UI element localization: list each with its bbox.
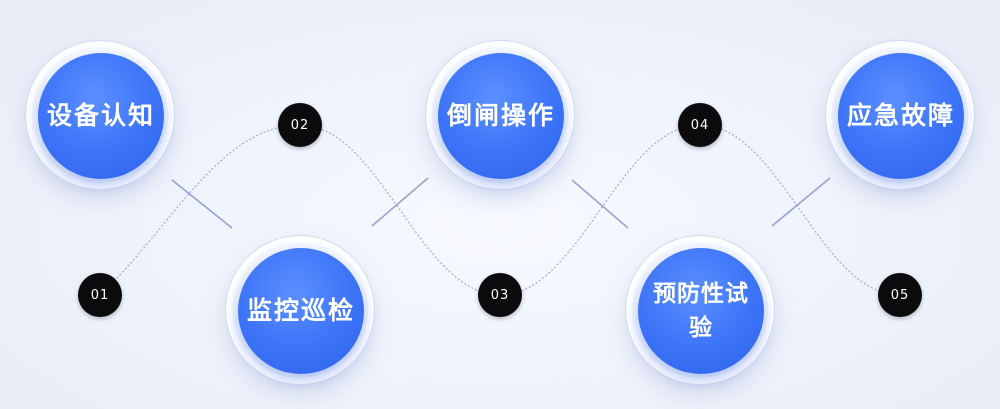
step-circle-5: 应急故障: [825, 40, 975, 190]
cross-accent-1: [171, 179, 233, 229]
step-circle-2: 监控巡检: [225, 235, 375, 385]
step-circle-3: 倒闸操作: [425, 40, 575, 190]
step-number-2: 02: [278, 103, 322, 147]
step-number-3: 03: [478, 273, 522, 317]
cross-accent-2: [371, 177, 429, 227]
step-circle-1: 设备认知: [25, 40, 175, 190]
step-label-4: 预防性试验: [653, 281, 749, 341]
cross-accent-3: [571, 179, 629, 229]
step-circle-4: 预防性试验: [625, 235, 775, 385]
step-label-1: 设备认知: [46, 101, 155, 130]
step-number-1: 01: [78, 273, 122, 317]
step-number-5: 05: [878, 273, 922, 317]
cross-accent-4: [771, 177, 831, 227]
step-circle-4-inner: 预防性试验: [638, 248, 764, 374]
step-label-2: 监控巡检: [246, 296, 355, 325]
step-label-5: 应急故障: [846, 101, 955, 130]
step-circle-2-inner: 监控巡检: [238, 248, 364, 374]
step-circle-1-inner: 设备认知: [38, 53, 164, 179]
step-circle-5-inner: 应急故障: [838, 53, 964, 179]
step-number-4: 04: [678, 103, 722, 147]
step-circle-3-inner: 倒闸操作: [438, 53, 564, 179]
step-label-3: 倒闸操作: [446, 101, 555, 130]
